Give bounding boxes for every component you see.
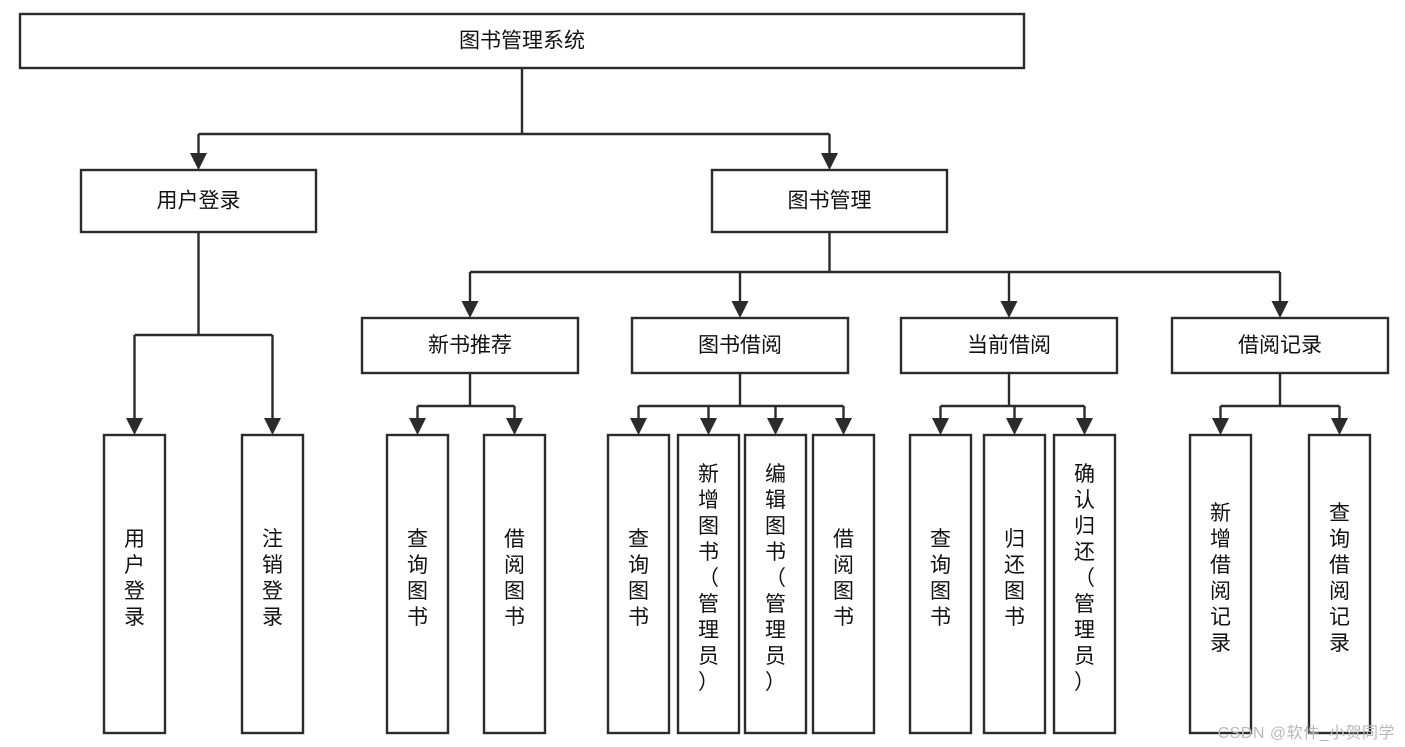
node-box (102, 433, 167, 735)
node-leaf-9-归还图书[interactable]: 归还图书 (982, 433, 1047, 735)
node-label: 新书推荐 (428, 334, 512, 357)
node-box (240, 433, 305, 735)
node-label: 借阅记录 (1238, 334, 1322, 357)
node-box (482, 433, 547, 735)
node-box (1170, 316, 1390, 375)
node-box (360, 316, 580, 375)
node-label: 图书管理 (788, 190, 872, 213)
node-leaf-8-查询图书[interactable]: 查询图书 (908, 433, 973, 735)
node-box (606, 433, 671, 735)
arrow-head-icon (700, 418, 717, 435)
arrow-head-icon (835, 418, 852, 435)
node-label: 新增图书（管理员） (698, 463, 719, 694)
node-box (982, 433, 1047, 735)
arrow-head-icon (126, 418, 143, 435)
node-label: 编辑图书（管理员） (765, 463, 786, 694)
node-label: 用户登录 (157, 190, 241, 213)
arrow-head-icon (1212, 418, 1229, 435)
node-level2-图书借阅[interactable]: 图书借阅 (630, 316, 850, 375)
arrow-head-icon (1000, 301, 1018, 318)
node-label: 查询图书 (930, 528, 951, 629)
node-label: 图书管理系统 (459, 30, 585, 53)
node-box (18, 12, 1026, 70)
node-level1-用户登录[interactable]: 用户登录 (79, 168, 318, 234)
node-layer: 图书管理系统用户登录图书管理新书推荐图书借阅当前借阅借阅记录用户登录注销登录查询… (18, 12, 1390, 735)
node-label: 查询借阅记录 (1329, 502, 1350, 655)
arrow-head-icon (461, 301, 479, 318)
node-leaf-0-用户登录[interactable]: 用户登录 (102, 433, 167, 735)
node-label: 新增借阅记录 (1210, 502, 1231, 655)
node-box (811, 433, 876, 735)
arrow-head-icon (1271, 301, 1289, 318)
arrow-head-icon (190, 153, 207, 170)
node-leaf-10-确认归还-管理员[interactable]: 确认归还（管理员） (1052, 433, 1117, 735)
node-level2-新书推荐[interactable]: 新书推荐 (360, 316, 580, 375)
node-label: 注销登录 (262, 528, 283, 629)
node-leaf-6-编辑图书-管理员[interactable]: 编辑图书（管理员） (743, 433, 808, 735)
node-label: 图书借阅 (698, 334, 782, 357)
node-box (743, 433, 808, 735)
node-leaf-3-借阅图书[interactable]: 借阅图书 (482, 433, 547, 735)
arrow-head-icon (731, 301, 749, 318)
node-box (79, 168, 318, 234)
node-label: 借阅图书 (833, 528, 854, 629)
node-label: 归还图书 (1004, 528, 1025, 629)
arrow-head-icon (1076, 418, 1093, 435)
node-leaf-2-查询图书[interactable]: 查询图书 (385, 433, 450, 735)
node-label: 当前借阅 (967, 334, 1051, 357)
node-leaf-7-借阅图书[interactable]: 借阅图书 (811, 433, 876, 735)
node-level2-借阅记录[interactable]: 借阅记录 (1170, 316, 1390, 375)
node-leaf-12-查询借阅记录[interactable]: 查询借阅记录 (1307, 433, 1372, 735)
node-leaf-5-新增图书-管理员[interactable]: 新增图书（管理员） (676, 433, 741, 735)
node-box (1188, 433, 1253, 735)
node-leaf-1-注销登录[interactable]: 注销登录 (240, 433, 305, 735)
node-box (1307, 433, 1372, 735)
node-label: 查询图书 (407, 528, 428, 629)
arrow-head-icon (630, 418, 647, 435)
arrow-head-icon (1006, 418, 1023, 435)
arrow-head-icon (1331, 418, 1348, 435)
node-box (899, 316, 1119, 375)
arrow-head-icon (821, 153, 838, 170)
node-label: 用户登录 (124, 528, 145, 629)
node-box (385, 433, 450, 735)
node-leaf-4-查询图书[interactable]: 查询图书 (606, 433, 671, 735)
node-leaf-11-新增借阅记录[interactable]: 新增借阅记录 (1188, 433, 1253, 735)
arrow-head-icon (767, 418, 784, 435)
node-box (908, 433, 973, 735)
arrow-head-icon (409, 418, 426, 435)
node-box (630, 316, 850, 375)
node-root-图书管理系统[interactable]: 图书管理系统 (18, 12, 1026, 70)
connector-layer (126, 68, 1348, 435)
node-box (710, 168, 949, 234)
node-label: 查询图书 (628, 528, 649, 629)
arrow-head-icon (264, 418, 281, 435)
node-box (676, 433, 741, 735)
node-box (1052, 433, 1117, 735)
node-label: 确认归还（管理员） (1074, 463, 1095, 694)
arrow-head-icon (932, 418, 949, 435)
node-label: 借阅图书 (504, 528, 525, 629)
node-level1-图书管理[interactable]: 图书管理 (710, 168, 949, 234)
node-level2-当前借阅[interactable]: 当前借阅 (899, 316, 1119, 375)
arrow-head-icon (506, 418, 523, 435)
